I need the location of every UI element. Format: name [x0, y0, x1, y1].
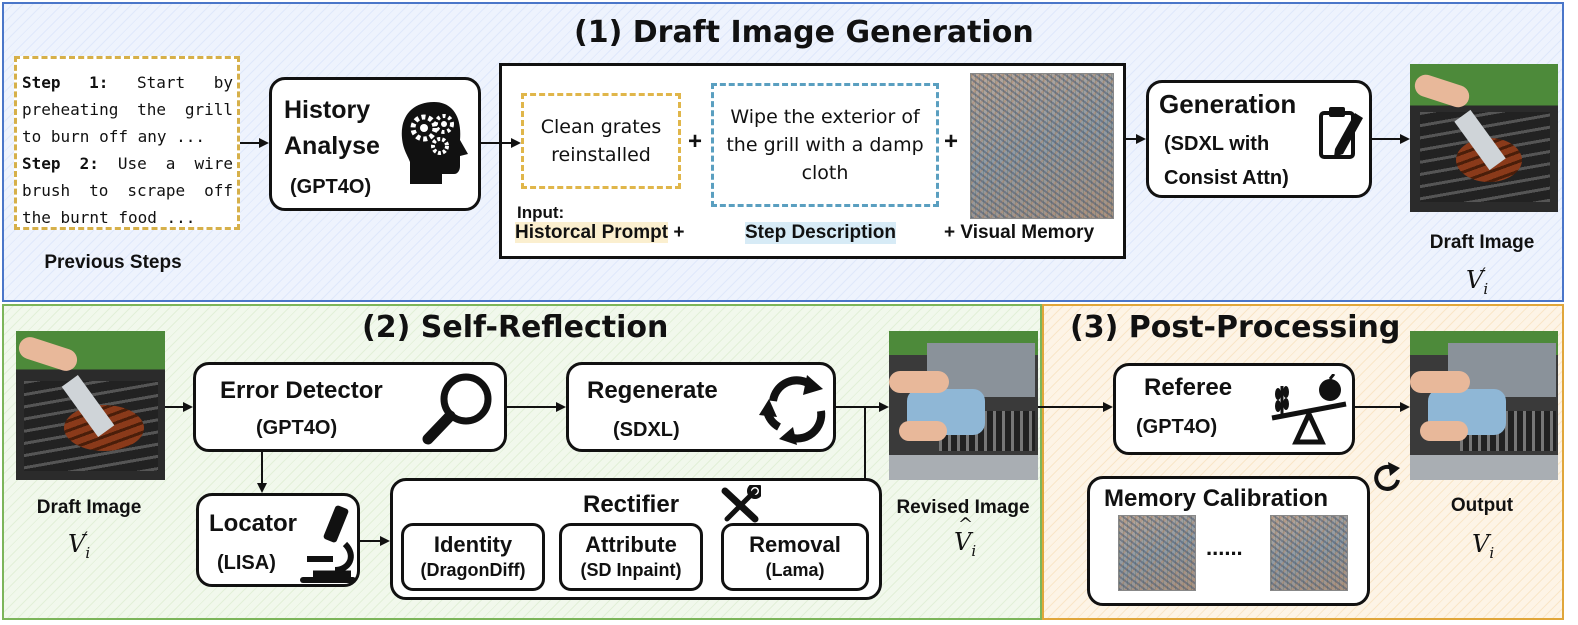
referee-model: (GPT4O)	[1136, 416, 1218, 438]
generation-title: Generation	[1159, 89, 1297, 119]
post-processing-title: (3) Post-Processing	[1070, 310, 1401, 345]
step-2-label: Step 2:	[22, 154, 99, 173]
referee-title: Referee	[1144, 374, 1233, 401]
generation-box: Generation (SDXL with Consist Attn)	[1146, 80, 1372, 198]
attribute-box: Attribute (SD Inpaint)	[559, 523, 703, 591]
self-reflection-title: (2) Self-Reflection	[362, 310, 669, 345]
input-label: Input:	[517, 203, 565, 222]
error-detector-box: Error Detector (GPT4O)	[193, 362, 507, 452]
refresh-icon	[1374, 462, 1400, 491]
draft-generation-title: (1) Draft Image Generation	[574, 15, 1034, 50]
identity-model: (DragonDiff)	[420, 560, 526, 580]
memory-image-2	[1270, 515, 1348, 591]
visual-memory-image	[970, 73, 1114, 219]
rectifier-box: Rectifier Identity (DragonDiff) Attribut…	[390, 478, 882, 600]
history-analyse-model: (GPT4O)	[290, 176, 372, 198]
clipboard-pen-icon	[1319, 107, 1363, 159]
removal-box: Removal (Lama)	[721, 523, 869, 591]
attribute-title: Attribute	[585, 532, 677, 557]
prompt-box: Clean grates reinstalled	[521, 93, 681, 189]
draft-input-caption: Draft Image	[36, 497, 142, 518]
history-analyse-title: History Analyse	[284, 96, 380, 160]
head-gears-icon	[401, 102, 468, 184]
removal-title: Removal	[749, 532, 841, 557]
generation-model-line1: (SDXL with	[1164, 133, 1270, 155]
referee-box: Referee (GPT4O)	[1113, 363, 1355, 455]
step-2: Step 2: Use a wire brush to scrape off t…	[22, 150, 233, 231]
draft-image-input	[16, 331, 165, 480]
rectifier-title: Rectifier	[583, 491, 680, 518]
locator-title: Locator	[209, 510, 298, 537]
output-caption: Output	[1450, 495, 1514, 516]
draft-input-symbol: Vi′	[68, 528, 91, 562]
output-image	[1410, 331, 1558, 480]
magnifier-icon	[422, 373, 492, 445]
draft-image-output	[1410, 64, 1558, 212]
identity-box: Identity (DragonDiff)	[401, 523, 545, 591]
historical-prompt-label: Historcal Prompt	[515, 222, 669, 243]
plus-sign: +	[673, 222, 685, 243]
step-1-text: Start by preheating the grill to burn of…	[22, 73, 233, 146]
draft-image-symbol: Vi′	[1466, 264, 1489, 298]
microscope-icon	[300, 505, 356, 583]
revised-image-symbol: V^i	[954, 514, 977, 560]
output-symbol: Vi	[1472, 530, 1495, 562]
regenerate-title: Regenerate	[587, 377, 718, 404]
regenerate-box: Regenerate (SDXL)	[566, 362, 836, 452]
error-detector-title: Error Detector	[220, 377, 383, 404]
history-analyse-box: History Analyse (GPT4O)	[269, 77, 481, 211]
visual-memory-label: + Visual Memory	[944, 222, 1095, 243]
regenerate-model: (SDXL)	[613, 419, 680, 441]
balance-scale-icon	[1271, 374, 1347, 445]
memory-calibration-title: Memory Calibration	[1104, 485, 1329, 512]
plus-sign: +	[688, 128, 703, 155]
locator-box: Locator (LISA)	[196, 493, 360, 587]
input-legend: Historcal Prompt +	[515, 222, 684, 244]
error-detector-model: (GPT4O)	[256, 417, 338, 439]
identity-title: Identity	[433, 532, 513, 557]
previous-steps-box: Step 1: Start by preheating the grill to…	[14, 56, 240, 230]
step-2-text: Use a wire brush to scrape off the burnt…	[22, 154, 233, 227]
recycle-arrows-icon	[759, 375, 826, 445]
removal-model: (Lama)	[765, 560, 825, 580]
step-1: Step 1: Start by preheating the grill to…	[22, 69, 233, 150]
draft-image-caption: Draft Image	[1429, 232, 1535, 253]
step-1-label: Step 1:	[22, 73, 109, 92]
step-description-box: Wipe the exterior of the grill with a da…	[711, 83, 939, 207]
memory-calibration-box: Memory Calibration ......	[1087, 476, 1370, 606]
generation-model-line2: Consist Attn)	[1164, 167, 1289, 189]
revised-image-caption: Revised Image	[896, 497, 1030, 518]
memory-ellipsis: ......	[1206, 535, 1243, 560]
step-description-label: Step Description	[745, 222, 896, 244]
locator-model: (LISA)	[217, 552, 276, 574]
attribute-model: (SD Inpaint)	[580, 560, 682, 580]
previous-steps-caption: Previous Steps	[44, 252, 182, 273]
revised-image	[889, 331, 1038, 480]
memory-image-1	[1118, 515, 1196, 591]
tools-icon	[721, 485, 761, 523]
plus-sign: +	[944, 128, 959, 155]
